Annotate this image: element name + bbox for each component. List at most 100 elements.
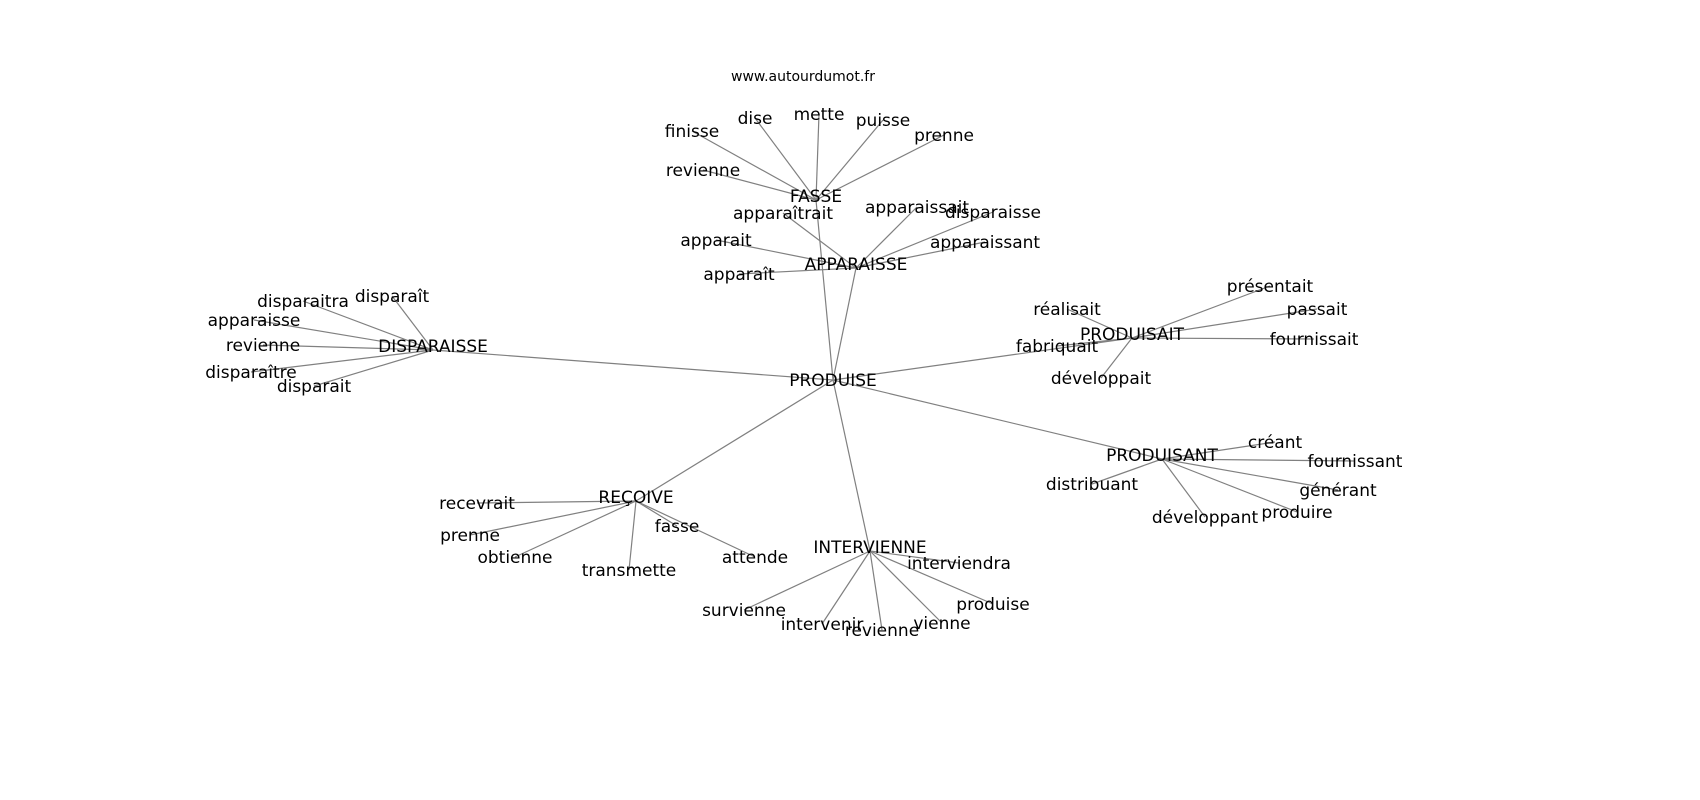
edge-hub-leaf bbox=[253, 319, 434, 351]
hub-node-label[interactable]: PRODUISAIT bbox=[1080, 325, 1185, 345]
leaf-node-label[interactable]: réalisait bbox=[1033, 300, 1101, 320]
edge-hub-leaf bbox=[635, 500, 678, 527]
edge-hub-leaf bbox=[391, 295, 434, 351]
edge-hub-leaf bbox=[754, 117, 817, 201]
leaf-node-label[interactable]: prenne bbox=[914, 126, 974, 146]
leaf-node-label[interactable]: mette bbox=[794, 105, 845, 125]
edge-hub-leaf bbox=[815, 119, 884, 201]
edge-center-hub bbox=[635, 379, 834, 502]
leaf-node-label[interactable]: survienne bbox=[702, 601, 786, 621]
edge-hub-leaf bbox=[869, 550, 943, 624]
leaf-node-label[interactable]: dise bbox=[738, 109, 773, 129]
edge-hub-leaf bbox=[715, 239, 857, 269]
hub-node-label[interactable]: DISPARAISSE bbox=[378, 337, 488, 357]
leaf-node-label[interactable]: vienne bbox=[913, 614, 970, 634]
edge-hub-leaf bbox=[469, 500, 637, 536]
edge-hub-leaf bbox=[855, 206, 918, 269]
center-node-label[interactable]: PRODUISE bbox=[789, 371, 877, 391]
edge-hub-leaf bbox=[1066, 308, 1133, 339]
leaf-node-label[interactable]: fournissant bbox=[1308, 452, 1403, 472]
edge-hub-leaf bbox=[1091, 458, 1163, 485]
leaf-node-label[interactable]: apparaît bbox=[703, 265, 775, 285]
leaf-node-label[interactable]: disparaisse bbox=[945, 203, 1041, 223]
edge-center-hub bbox=[832, 379, 1163, 460]
edge-hub-leaf bbox=[1161, 458, 1206, 518]
leaf-node-label[interactable]: fasse bbox=[655, 517, 700, 537]
leaf-node-label[interactable]: puisse bbox=[856, 111, 910, 131]
leaf-node-label[interactable]: interviendra bbox=[907, 554, 1011, 574]
leaf-node-label[interactable]: recevrait bbox=[439, 494, 515, 514]
leaf-node-label[interactable]: développant bbox=[1152, 508, 1259, 528]
edge-hub-leaf bbox=[635, 500, 756, 558]
leaf-node-label[interactable]: disparaît bbox=[355, 287, 430, 307]
leaf-node-label[interactable]: revienne bbox=[666, 161, 740, 181]
edge-hub-leaf bbox=[1161, 458, 1356, 462]
leaf-node-label[interactable]: disparaitra bbox=[257, 292, 349, 312]
edge-hub-leaf bbox=[815, 113, 820, 201]
edge-hub-leaf bbox=[302, 300, 434, 351]
edge-hub-leaf bbox=[691, 130, 817, 201]
leaf-node-label[interactable]: générant bbox=[1299, 481, 1377, 501]
edge-hub-leaf bbox=[869, 550, 883, 631]
edge-hub-leaf bbox=[702, 169, 817, 201]
edge-hub-leaf bbox=[821, 550, 871, 625]
leaf-node-label[interactable]: passait bbox=[1287, 300, 1348, 320]
edge-hub-leaf bbox=[1161, 441, 1276, 460]
leaf-node-label[interactable]: apparaissant bbox=[930, 233, 1040, 253]
edge-hub-leaf bbox=[1161, 458, 1298, 513]
leaf-node-label[interactable]: apparaisse bbox=[208, 311, 301, 331]
leaf-node-label[interactable]: apparait bbox=[680, 231, 752, 251]
hub-node-label[interactable]: REÇOIVE bbox=[598, 488, 673, 508]
leaf-node-label[interactable]: produise bbox=[956, 595, 1029, 615]
edge-center-hub bbox=[832, 337, 1133, 381]
edge-hub-leaf bbox=[815, 134, 945, 201]
leaf-node-label[interactable]: apparaissait bbox=[865, 198, 969, 218]
edge-hub-leaf bbox=[628, 500, 637, 571]
leaf-node-label[interactable]: distribuant bbox=[1046, 475, 1139, 495]
leaf-node-label[interactable]: obtienne bbox=[477, 548, 552, 568]
leaf-node-label[interactable]: apparaîtrait bbox=[733, 204, 833, 224]
leaf-node-label[interactable]: produire bbox=[1261, 503, 1332, 523]
leaf-node-label[interactable]: disparait bbox=[277, 377, 352, 397]
edge-hub-leaf bbox=[869, 550, 960, 564]
edge-hub-leaf bbox=[782, 212, 857, 269]
leaf-node-label[interactable]: fournissait bbox=[1270, 330, 1359, 350]
leaf-node-label[interactable]: attende bbox=[722, 548, 788, 568]
edge-hub-leaf bbox=[1131, 337, 1315, 340]
edge-center-hub bbox=[432, 349, 834, 381]
edge-hub-leaf bbox=[869, 550, 994, 605]
edge-hub-leaf bbox=[476, 500, 637, 504]
leaf-node-label[interactable]: revienne bbox=[226, 336, 300, 356]
edge-hub-leaf bbox=[1161, 458, 1339, 491]
leaf-node-label[interactable]: disparaître bbox=[205, 363, 296, 383]
hub-node-label[interactable]: INTERVIENNE bbox=[813, 538, 926, 558]
leaf-node-label[interactable]: prenne bbox=[440, 526, 500, 546]
leaf-node-label[interactable]: développait bbox=[1051, 369, 1152, 389]
site-title: www.autourdumot.fr bbox=[731, 69, 875, 85]
leaf-node-label[interactable]: intervenir bbox=[781, 615, 864, 635]
edge-hub-leaf bbox=[855, 211, 994, 269]
edge-center-hub bbox=[815, 199, 834, 381]
edge-hub-leaf bbox=[855, 241, 986, 269]
edge-center-hub bbox=[832, 379, 871, 552]
leaf-node-label[interactable]: fabriquait bbox=[1016, 337, 1099, 357]
edge-hub-leaf bbox=[1131, 308, 1318, 339]
edge-hub-leaf bbox=[1056, 337, 1133, 347]
leaf-node-label[interactable]: finisse bbox=[665, 122, 719, 142]
edge-hub-leaf bbox=[250, 349, 434, 373]
leaf-node-label[interactable]: revienne bbox=[845, 621, 919, 641]
edge-center-hub bbox=[832, 267, 857, 381]
leaf-node-label[interactable]: présentait bbox=[1227, 277, 1314, 297]
edges bbox=[250, 113, 1356, 631]
leaf-node-label[interactable]: créant bbox=[1248, 433, 1303, 453]
hub-node-label[interactable]: FASSE bbox=[790, 187, 842, 207]
leaf-node-label[interactable]: transmette bbox=[582, 561, 677, 581]
edge-hub-leaf bbox=[738, 267, 857, 275]
hub-node-label[interactable]: APPARAISSE bbox=[805, 255, 908, 275]
edge-hub-leaf bbox=[262, 344, 434, 351]
edge-hub-leaf bbox=[514, 500, 637, 558]
hub-node-label[interactable]: PRODUISANT bbox=[1106, 446, 1218, 466]
